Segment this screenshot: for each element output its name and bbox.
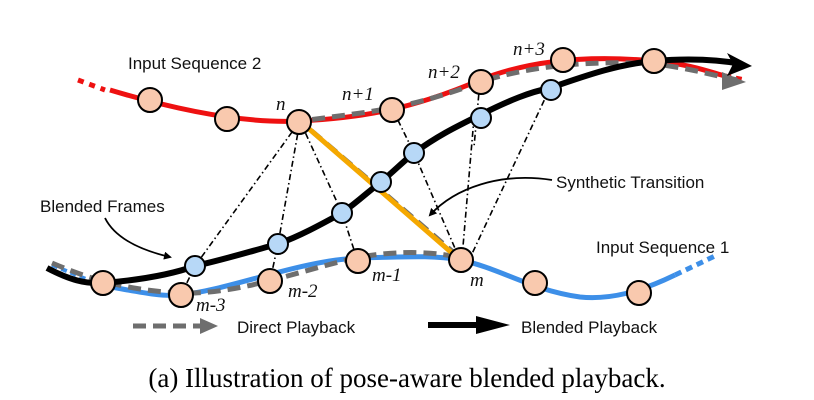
seq2-node-n	[286, 109, 312, 135]
blended-nodes	[184, 79, 562, 277]
blended-node	[403, 142, 425, 164]
input-nodes	[90, 47, 667, 308]
seq2-node-n3	[550, 47, 576, 73]
input-sequence-1-label: Input Sequence 1	[596, 238, 729, 257]
legend-direct-label: Direct Playback	[237, 318, 356, 337]
legend: Direct Playback Blended Playback	[133, 316, 658, 337]
legend-direct-arrowhead	[200, 318, 218, 334]
index-n2: n+2	[428, 62, 460, 83]
seq1-node	[522, 270, 548, 296]
seq1-node-m2	[257, 268, 283, 294]
input-sequence-1-tail	[673, 253, 717, 278]
index-m3: m-3	[196, 295, 226, 316]
blended-frames-label: Blended Frames	[40, 197, 165, 216]
seq1-node-m1	[345, 248, 371, 274]
seq2-node	[214, 106, 240, 132]
blended-frames-arrow	[104, 217, 172, 260]
figure-caption: (a) Illustration of pose-aware blended p…	[148, 363, 665, 393]
synthetic-transition-arrow	[428, 177, 553, 217]
blended-playback-arrowhead	[727, 53, 752, 76]
index-m1: m-1	[372, 265, 402, 286]
input-sequence-2-label: Input Sequence 2	[128, 54, 261, 73]
index-n1: n+1	[342, 84, 374, 105]
index-n: n	[276, 94, 286, 115]
seq1-node	[90, 270, 116, 296]
seq2-node	[137, 87, 163, 113]
blended-node	[540, 79, 562, 101]
blended-node	[470, 107, 492, 129]
direct-playback-arrowhead	[722, 72, 746, 90]
legend-blended-arrowhead	[476, 316, 510, 334]
seq2-node-n2	[468, 69, 494, 95]
seq2-node-n1	[379, 97, 405, 123]
index-n3: n+3	[513, 39, 545, 60]
legend-blended-label: Blended Playback	[521, 318, 658, 337]
index-m: m	[470, 270, 484, 291]
blended-node	[267, 233, 289, 255]
blended-node	[331, 202, 353, 224]
input-sequence-2-dotted	[77, 77, 106, 93]
blended-node	[370, 171, 392, 193]
index-m2: m-2	[288, 281, 318, 302]
seq1-node-m3	[168, 282, 194, 308]
seq1-node	[626, 280, 652, 306]
blended-node	[184, 255, 206, 277]
seq2-node	[641, 48, 667, 74]
synthetic-transition-label: Synthetic Transition	[556, 173, 704, 192]
seq1-node-m	[448, 247, 474, 273]
